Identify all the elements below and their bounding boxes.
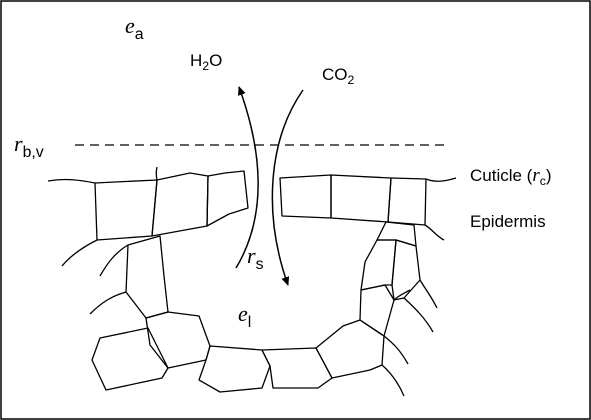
co2-arrow — [271, 89, 304, 286]
water-vapour-arrow — [235, 86, 259, 269]
mesophyll-cells — [89, 221, 438, 397]
epidermis-cells-right — [279, 174, 457, 241]
ambient-vapour-pressure-label: ea — [125, 13, 144, 43]
stomatal-resistance-label: rs — [247, 243, 264, 273]
boundary-resistance-label: rb,v — [14, 131, 44, 161]
leaf-vapour-pressure-label: el — [238, 301, 252, 331]
epidermis-cells-left — [47, 166, 249, 267]
cuticle-label: Cuticle (rc) — [470, 165, 552, 189]
h2o-label: H2O — [190, 51, 223, 74]
epidermis-label: Epidermis — [470, 212, 546, 231]
co2-label: CO2 — [322, 65, 355, 88]
